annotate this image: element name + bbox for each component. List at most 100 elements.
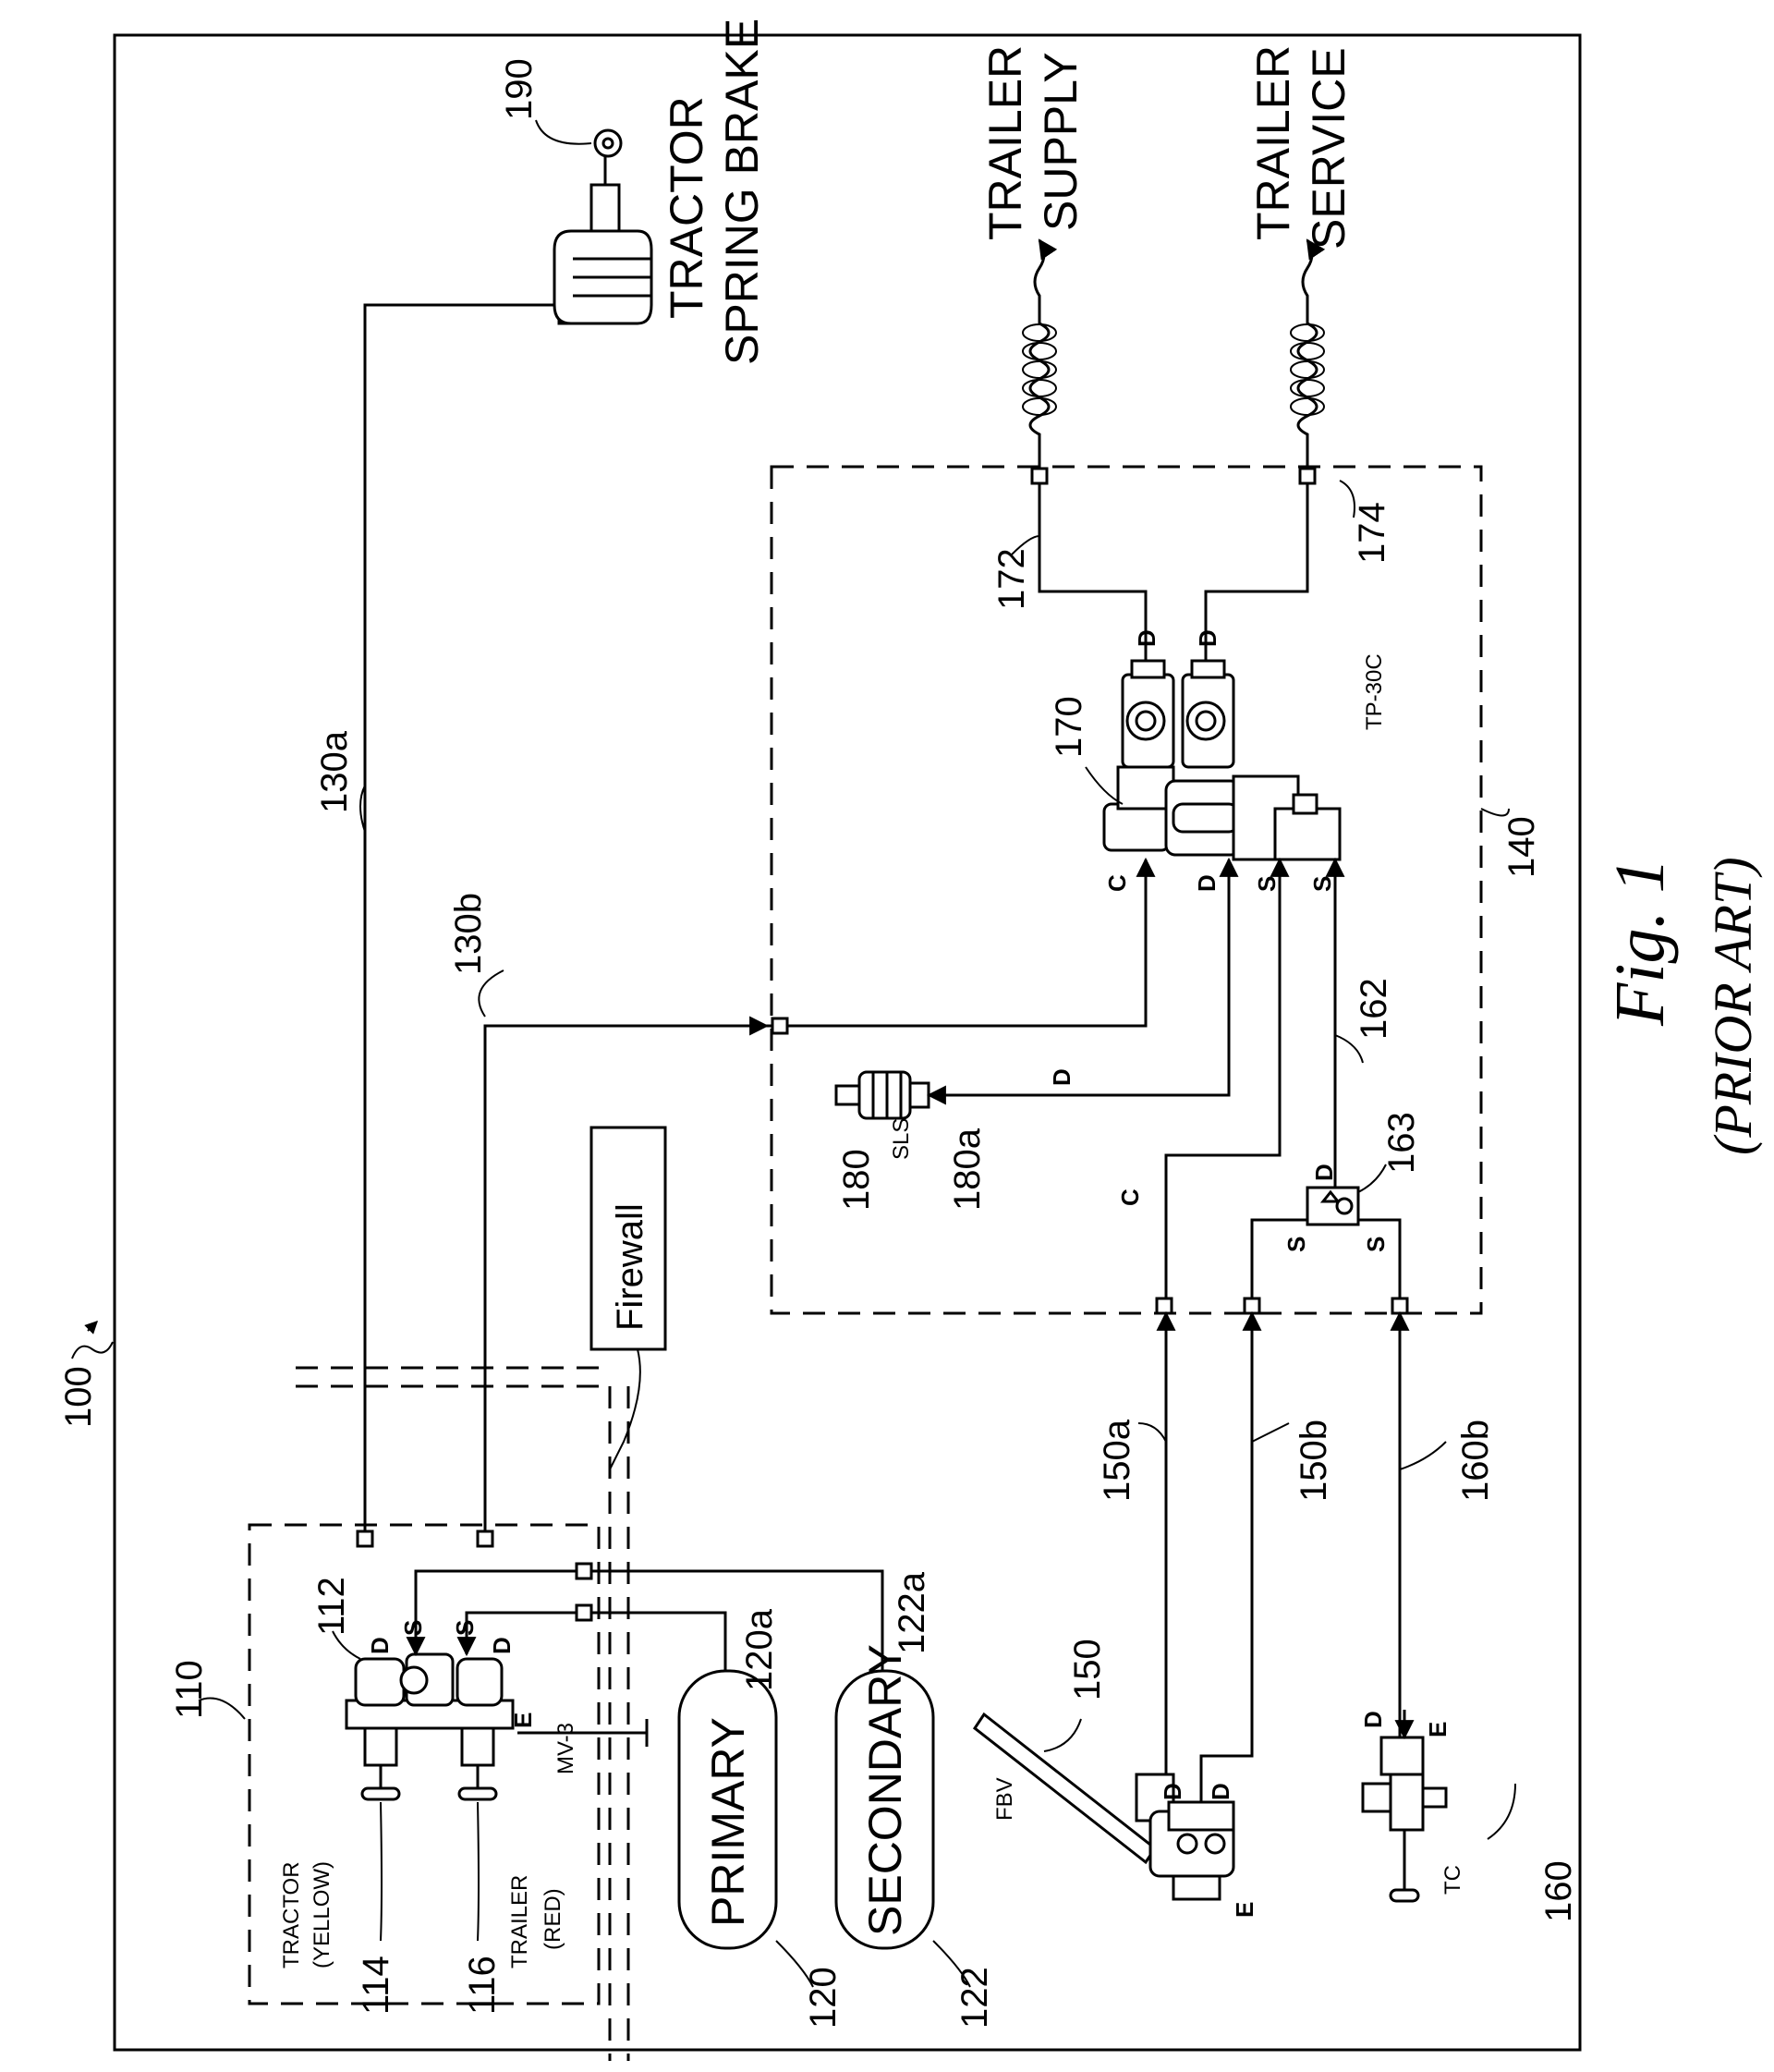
- valve-module-box: [248, 1523, 601, 2005]
- switch-line-port-d: D: [1048, 1068, 1075, 1086]
- svg-text:Firewall: Firewall: [610, 1203, 650, 1331]
- tp-port-c: C: [1103, 874, 1131, 892]
- connector-172: [1030, 467, 1049, 485]
- mv3-port-s2: S: [451, 1620, 479, 1636]
- line-120a-ref: 120a: [739, 1608, 780, 1691]
- line-150b-to-shuttle: [1250, 1218, 1307, 1298]
- hand-control-valve: [1361, 1736, 1448, 1903]
- tc-port-e: E: [1424, 1722, 1452, 1737]
- line-162-ref: 162: [1354, 978, 1394, 1040]
- trailer-service-hose: [1290, 238, 1326, 469]
- primary-tank: PRIMARY: [677, 1669, 778, 1950]
- trailer-supply-label-1: TRAILER: [979, 45, 1031, 240]
- line-130b-ref: 130b: [448, 893, 489, 975]
- shuttle-valve: [1306, 1186, 1360, 1226]
- mv3-port-d2: D: [488, 1637, 516, 1654]
- mv3-port-d1: D: [366, 1637, 394, 1654]
- line-160b-ref: 160b: [1455, 1420, 1496, 1502]
- mv3-label: MV-3: [553, 1723, 578, 1774]
- line-150b-ref: 150b: [1294, 1420, 1334, 1502]
- spring-brake-label-1: TRACTOR: [661, 96, 712, 319]
- shuttle-port-s2: S: [1362, 1237, 1390, 1252]
- sls-switch: [834, 1070, 930, 1120]
- trailer-supply-label-2: SUPPLY: [1035, 52, 1087, 231]
- spring-brake-ref: 190: [499, 58, 540, 120]
- shuttle-port-d: D: [1310, 1164, 1338, 1181]
- sls-label: SLS: [889, 1118, 914, 1160]
- shuttle-port-s1: S: [1282, 1237, 1310, 1252]
- shuttle-ref: 163: [1381, 1112, 1422, 1174]
- figure-subtitle: (PRIOR ART): [1703, 857, 1763, 1155]
- line-150b: [1199, 1310, 1262, 1802]
- line-122a: [591, 1569, 884, 1671]
- valve-body-ref: 112: [311, 1577, 352, 1636]
- trailer-module-box: [770, 465, 1483, 1315]
- tp-port-s1: S: [1253, 876, 1281, 892]
- connector-174: [1298, 467, 1317, 485]
- secondary-tank: SECONDARY: [834, 1644, 935, 1950]
- line-150a-ref: 150a: [1097, 1419, 1137, 1502]
- line-160b-to-shuttle: [1358, 1218, 1402, 1298]
- connector-130a: [356, 1530, 374, 1548]
- connector-150a-in: [1155, 1297, 1173, 1315]
- line-150a-to-tp: [1164, 857, 1290, 1298]
- svg-text:100: 100: [58, 1366, 99, 1428]
- tp-port-s2: S: [1308, 876, 1336, 892]
- fbv-port-d2: D: [1207, 1783, 1234, 1800]
- connector-130b-in: [771, 1017, 789, 1035]
- tc-label: TC: [1440, 1865, 1465, 1895]
- connector-150b-in: [1243, 1297, 1261, 1315]
- connector-122a: [575, 1562, 593, 1580]
- line-172: [1038, 483, 1148, 661]
- trailer-label-1: TRAILER: [507, 1875, 532, 1968]
- switch-line-ref: 180a: [947, 1127, 988, 1211]
- tractor-knob-ref: 114: [356, 1956, 396, 2015]
- fbv-label: FBV: [992, 1777, 1017, 1821]
- primary-tank-ref: 120: [803, 1967, 844, 2029]
- trailer-supply-hose: [1022, 238, 1058, 469]
- firewall-label-box: Firewall: [589, 1126, 667, 1351]
- figure-border: [113, 33, 1582, 2052]
- svg-text:SECONDARY: SECONDARY: [859, 1644, 911, 1936]
- trailer-knob-ref: 116: [462, 1956, 503, 2015]
- tractor-spring-brake: [553, 128, 653, 325]
- line-120a: [591, 1611, 727, 1671]
- line-180a: [952, 857, 1239, 1097]
- system-ref-label: 100: [58, 1321, 114, 1428]
- connector-130b: [476, 1530, 494, 1548]
- fbv-port-e: E: [1231, 1902, 1258, 1918]
- connector-160b-in: [1391, 1297, 1409, 1315]
- foot-valve-ref: 150: [1067, 1639, 1108, 1700]
- line-174: [1204, 483, 1309, 661]
- tractor-label-1: TRACTOR: [279, 1861, 304, 1968]
- foot-brake-valve: [972, 1712, 1235, 1901]
- trailer-label-2: (RED): [541, 1888, 565, 1950]
- mv3-port-s1: S: [399, 1620, 427, 1636]
- switch-ref: 180: [836, 1149, 877, 1211]
- line-122a-ref: 122a: [892, 1571, 932, 1654]
- mv3-port-e: E: [509, 1712, 537, 1728]
- svg-text:PRIMARY: PRIMARY: [702, 1717, 754, 1927]
- secondary-tank-ref: 122: [954, 1967, 995, 2029]
- connector-120a: [575, 1603, 593, 1622]
- line-c-label: C: [1116, 1188, 1144, 1206]
- tc-port-d: D: [1359, 1711, 1387, 1728]
- valve-module-ref: 110: [169, 1660, 210, 1719]
- fbv-port-d1: D: [1159, 1783, 1186, 1800]
- trailer-module-ref: 140: [1501, 816, 1542, 878]
- tp-port-d2: D: [1194, 629, 1221, 647]
- port-172-ref: 172: [991, 548, 1032, 610]
- hand-valve-ref: 160: [1538, 1860, 1579, 1922]
- trailer-service-label-1: TRAILER: [1247, 45, 1299, 240]
- tractor-label-2: (YELLOW): [310, 1861, 334, 1968]
- tp30c-valve: [1102, 659, 1342, 861]
- line-130a-ref: 130a: [314, 730, 355, 813]
- port-174-ref: 174: [1352, 502, 1392, 564]
- line-130a: [363, 303, 564, 1531]
- mv3-valve-body: [345, 1652, 515, 1801]
- trailer-service-label-2: SERVICE: [1303, 47, 1355, 250]
- tp30c-label: TP-30C: [1362, 653, 1387, 730]
- tp-valve-ref: 170: [1049, 696, 1089, 758]
- tp-port-d3: D: [1193, 874, 1221, 892]
